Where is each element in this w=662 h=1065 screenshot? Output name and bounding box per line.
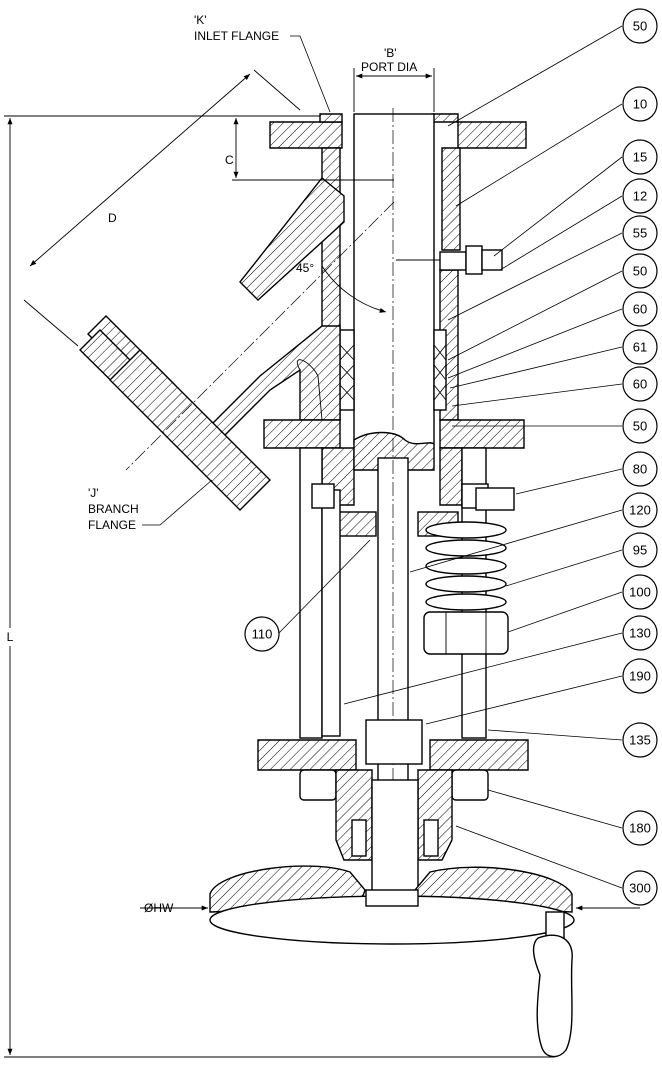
- svg-text:60: 60: [633, 377, 647, 392]
- callout-55: 55: [622, 215, 658, 251]
- port-dia-tag: 'B': [384, 46, 397, 60]
- angle-label: 45°: [296, 261, 314, 275]
- callout-12: 12: [622, 178, 658, 214]
- callout-balloons: 50 10 15 12 55 50 60 61 60 50 80 120 95 …: [244, 8, 658, 906]
- callout-135: 135: [622, 722, 658, 758]
- svg-text:50: 50: [633, 264, 647, 279]
- bonnet: [257, 108, 529, 920]
- handwheel: [209, 865, 575, 1058]
- callout-95: 95: [622, 532, 658, 568]
- svg-text:10: 10: [633, 97, 647, 112]
- dim-hw-label: ØHW: [144, 901, 174, 915]
- inlet-flange-name: INLET FLANGE: [194, 29, 279, 43]
- svg-text:60: 60: [633, 302, 647, 317]
- callout-180: 180: [622, 810, 658, 846]
- callout-110: 110: [244, 616, 280, 652]
- svg-text:15: 15: [633, 150, 647, 165]
- dim-d-label: D: [108, 211, 117, 225]
- svg-text:61: 61: [633, 340, 647, 355]
- callout-80: 80: [622, 451, 658, 487]
- svg-text:130: 130: [629, 626, 651, 641]
- callout-130: 130: [622, 615, 658, 651]
- port-dia-name: PORT DIA: [361, 60, 417, 74]
- svg-text:50: 50: [633, 419, 647, 434]
- svg-text:190: 190: [629, 669, 651, 684]
- callout-60-b: 60: [622, 366, 658, 402]
- branch-flange-line2: FLANGE: [88, 518, 136, 532]
- callout-leaders: [277, 25, 623, 889]
- svg-text:95: 95: [633, 543, 647, 558]
- svg-text:180: 180: [629, 821, 651, 836]
- callout-50-b: 50: [622, 253, 658, 289]
- svg-text:50: 50: [633, 19, 647, 34]
- callout-60-a: 60: [622, 291, 658, 327]
- svg-text:100: 100: [629, 585, 651, 600]
- svg-text:12: 12: [633, 189, 647, 204]
- spring-coils: [425, 521, 507, 611]
- svg-text:80: 80: [633, 462, 647, 477]
- branch-flange-tag: 'J': [88, 486, 99, 500]
- inlet-flange-tag: 'K': [194, 13, 207, 27]
- dim-c-label: C: [225, 153, 234, 167]
- callout-61: 61: [622, 329, 658, 365]
- callout-100: 100: [622, 574, 658, 610]
- branch-flange-line1: BRANCH: [88, 502, 139, 516]
- callout-15: 15: [622, 139, 658, 175]
- svg-text:120: 120: [629, 503, 651, 518]
- callout-50-a: 50: [622, 8, 658, 44]
- callout-10: 10: [622, 86, 658, 122]
- svg-text:300: 300: [629, 881, 651, 896]
- svg-text:110: 110: [252, 627, 273, 642]
- dim-l-label: L: [7, 630, 14, 644]
- svg-text:55: 55: [633, 226, 647, 241]
- svg-text:135: 135: [629, 733, 651, 748]
- callout-300: 300: [622, 870, 658, 906]
- branch-leg: [79, 177, 345, 511]
- callout-190: 190: [622, 658, 658, 694]
- callout-50-c: 50: [622, 408, 658, 444]
- callout-120: 120: [622, 492, 658, 528]
